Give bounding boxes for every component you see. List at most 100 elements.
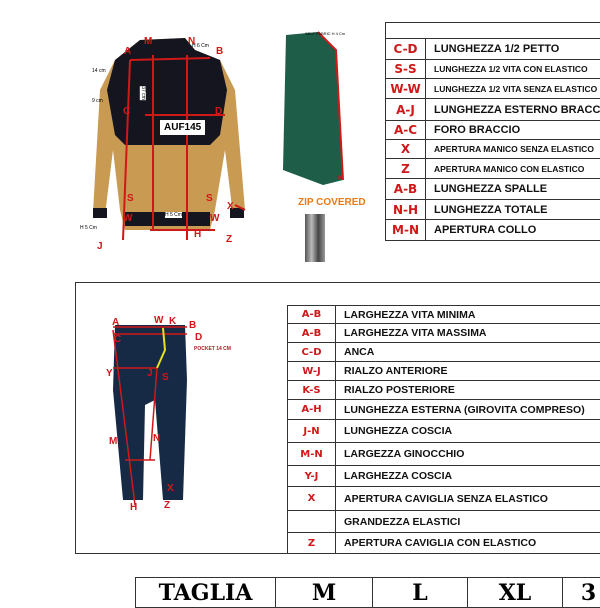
- jacket-model-code: AUF145: [160, 120, 205, 135]
- measure-description: RIALZO POSTERIORE: [336, 381, 600, 400]
- pants-label: Y: [106, 368, 113, 379]
- measure-description: LUNGHEZZA ESTERNO BRACCIA: [426, 99, 600, 121]
- measure-code: A-C: [386, 121, 426, 140]
- measure-code: M-N: [288, 443, 336, 466]
- measure-code: A-B: [288, 306, 336, 324]
- size-xl: XL: [468, 578, 563, 608]
- measure-code: X: [288, 487, 336, 511]
- measure-description: LUNGHEZZA COSCIA: [336, 420, 600, 443]
- pants-label: Z: [164, 500, 170, 511]
- measure-code: S-S: [386, 60, 426, 79]
- measure-code: Y-J: [288, 466, 336, 487]
- measure-code: X: [386, 140, 426, 159]
- pants-label: B: [189, 320, 196, 331]
- pants-illustration: [105, 320, 195, 510]
- measure-description: LUNGHEZZA 1/2 VITA SENZA ELASTICO: [426, 79, 600, 99]
- pants-label: K: [169, 316, 176, 327]
- dim-note: 9 cm: [92, 98, 103, 104]
- measure-code: Z: [386, 159, 426, 179]
- jacket-label: S: [206, 193, 213, 204]
- jacket-illustration: [85, 30, 265, 255]
- dim-note: 37 cm: [140, 86, 146, 100]
- jacket-label: C: [123, 106, 130, 117]
- size-header: TAGLIA: [136, 578, 276, 608]
- measure-code: [288, 511, 336, 533]
- table-row: GRANDEZZA ELASTICI: [288, 511, 600, 533]
- jacket-label: M: [144, 36, 152, 47]
- measure-code: A-B: [386, 179, 426, 200]
- pants-label: X: [167, 483, 174, 494]
- measure-description: APERTURA CAVIGLIA CON ELASTICO: [336, 533, 600, 554]
- measure-code: W-W: [386, 79, 426, 99]
- size-l: L: [373, 578, 468, 608]
- measure-description: GRANDEZZA ELASTICI: [336, 511, 600, 533]
- measure-description: LUNGHEZZA 1/2 VITA CON ELASTICO: [426, 60, 600, 79]
- measure-description: LUNGHEZZA ESTERNA (GIROVITA COMPRESO): [336, 400, 600, 420]
- jacket-label: K: [338, 175, 343, 182]
- table-header-row: [386, 23, 600, 39]
- size-m: M: [276, 578, 373, 608]
- jacket-label: D: [215, 106, 222, 117]
- dim-note: H 5 Cm: [165, 212, 182, 218]
- measure-description: LARGHEZZA VITA MINIMA: [336, 306, 600, 324]
- jacket-side-view: [278, 30, 348, 190]
- zip-covered-label: ZIP COVERED: [298, 197, 366, 208]
- measure-description: LARGHEZZA VITA MASSIMA: [336, 324, 600, 343]
- jacket-label: A: [124, 46, 131, 57]
- pants-label: D: [195, 332, 202, 343]
- jacket-label: H: [194, 229, 201, 240]
- dim-note: H 6 Cm: [192, 43, 209, 49]
- pants-label: M: [109, 436, 117, 447]
- measure-code: Z: [288, 533, 336, 554]
- measure-description: FORO BRACCIO: [426, 121, 600, 140]
- pants-label: C: [114, 334, 121, 345]
- jacket-label: Z: [226, 234, 232, 245]
- jacket-label: B: [216, 46, 223, 57]
- measure-description: LUNGHEZZA SPALLE: [426, 179, 600, 200]
- measure-description: APERTURA COLLO: [426, 220, 600, 241]
- jacket-label: W: [123, 213, 132, 224]
- measure-description: RIALZO ANTERIORE: [336, 362, 600, 381]
- measure-code: A-J: [386, 99, 426, 121]
- measure-description: LUNGHEZZA 1/2 PETTO: [426, 39, 600, 60]
- dim-note: H 5 Cm: [80, 225, 97, 231]
- measure-description: APERTURA CAVIGLIA SENZA ELASTICO: [336, 487, 600, 511]
- size-table: TAGLIA M L XL 3: [135, 577, 600, 608]
- pants-label: A: [112, 317, 119, 328]
- measure-description: APERTURA MANICO CON ELASTICO: [426, 159, 600, 179]
- measure-description: LARGHEZZA COSCIA: [336, 466, 600, 487]
- jacket-label: J: [97, 241, 103, 252]
- measure-code: A-H: [288, 400, 336, 420]
- measure-description: ANCA: [336, 343, 600, 362]
- measure-code: W-J: [288, 362, 336, 381]
- dim-note: 14 cm: [92, 68, 106, 74]
- measure-code: A-B: [288, 324, 336, 343]
- measure-code: C-D: [288, 343, 336, 362]
- jacket-label: X: [227, 201, 234, 212]
- pants-label: H: [130, 502, 137, 513]
- pants-label: J: [147, 368, 153, 379]
- measure-code: M-N: [386, 220, 426, 241]
- measure-code: N-H: [386, 200, 426, 220]
